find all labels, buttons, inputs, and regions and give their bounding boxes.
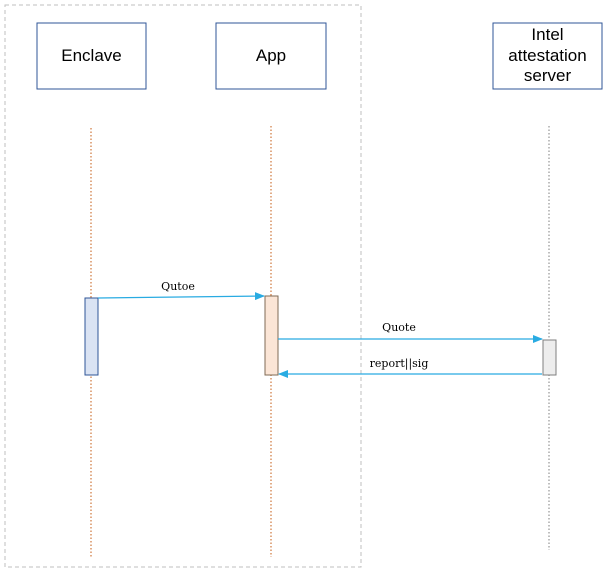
trust-boundary <box>4 4 362 568</box>
message-label-report-sig: report||sig <box>369 357 429 370</box>
message-label-quote: Quote <box>382 321 416 334</box>
enclave-box <box>36 22 147 90</box>
enclave-label: Enclave <box>61 45 122 65</box>
enclave-activation-bar <box>84 297 99 376</box>
app-activation-bar <box>264 295 279 376</box>
intel-attestation-server-label: Intel attestation server <box>508 24 587 86</box>
intel-attestation-server-box <box>492 22 603 90</box>
app-label: App <box>255 45 287 65</box>
message-arrow-qutoe <box>97 292 265 301</box>
app-box <box>215 22 327 90</box>
message-label-qutoe: Qutoe <box>161 280 195 293</box>
server-activation-bar <box>542 339 557 376</box>
